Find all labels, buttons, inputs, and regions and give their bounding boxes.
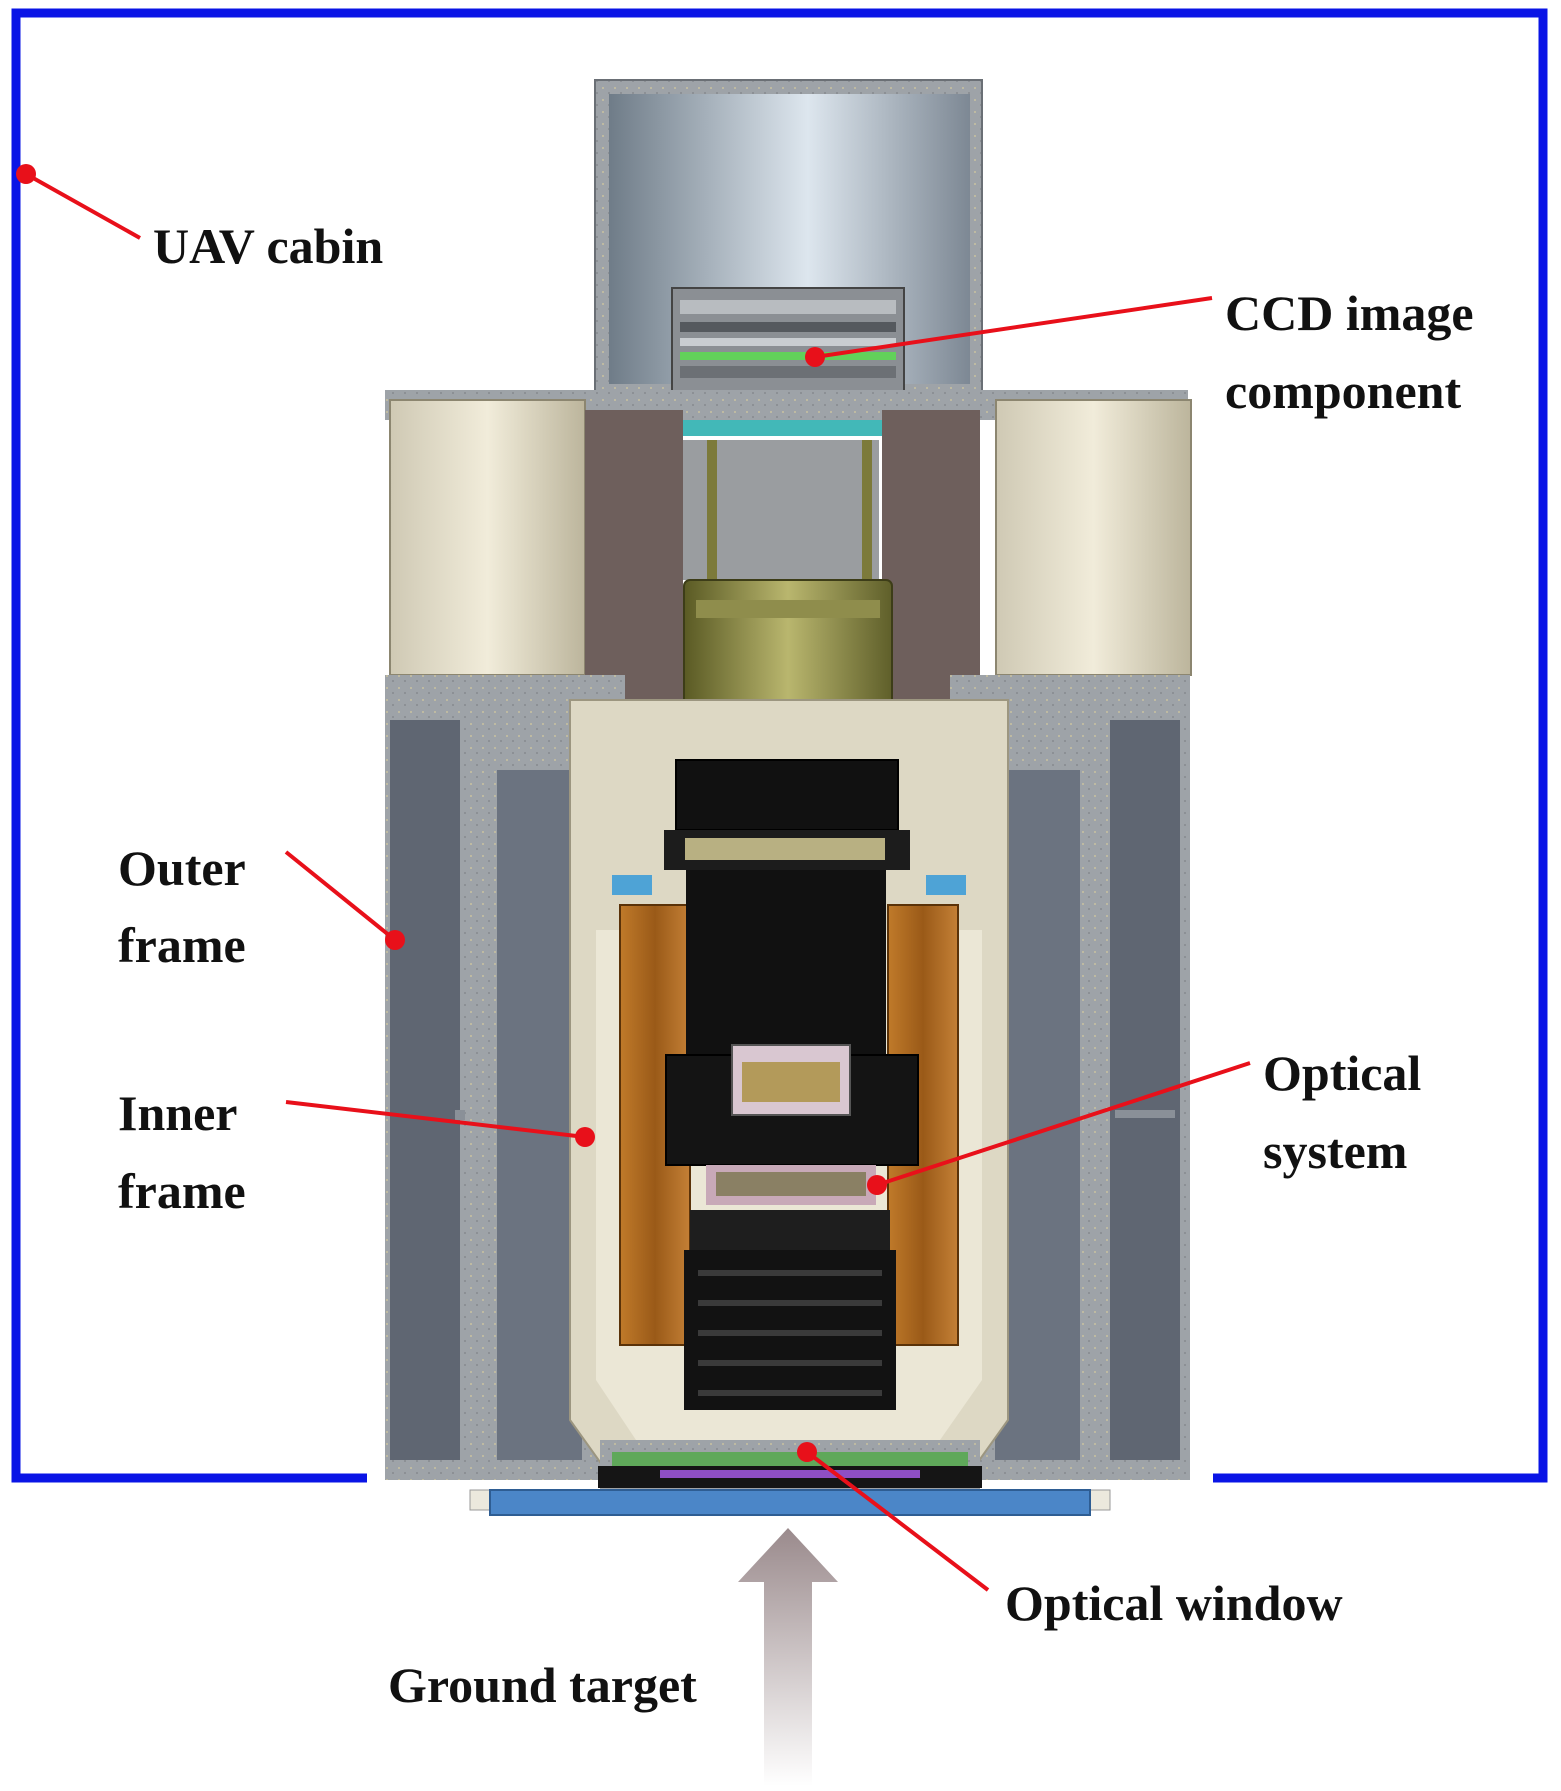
leader-dot-icon [575, 1127, 595, 1147]
leader-dot-icon [385, 930, 405, 950]
optical-system [664, 759, 919, 1410]
ccd-label-line1: CCD image [1225, 285, 1474, 341]
outer-frame-label-line1: Outer [118, 840, 246, 896]
uav-cabin-outline [11, 8, 1548, 1483]
inner-frame-label-line1: Inner [118, 1085, 238, 1141]
uav-cabin-label: UAV cabin [153, 218, 384, 274]
leader-dot-icon [867, 1175, 887, 1195]
inner-frame-label-line2: frame [118, 1163, 246, 1219]
ground-target-label: Ground target [388, 1657, 697, 1713]
leader-dot-icon [16, 164, 36, 184]
upper-flange [385, 390, 1192, 710]
upward-arrow-icon [738, 1528, 838, 1786]
optical-window [469, 1440, 1111, 1516]
optical-system-label-line2: system [1263, 1123, 1408, 1179]
ccd-label-line2: component [1225, 363, 1462, 419]
optical-system-label-line1: Optical [1263, 1045, 1422, 1101]
lens-mount [683, 579, 893, 731]
leader-lines [16, 164, 1251, 1592]
leader-dot-icon [805, 347, 825, 367]
outer-frame-label-line2: frame [118, 917, 246, 973]
optical-window-label: Optical window [1005, 1575, 1343, 1631]
leader-dot-icon [797, 1442, 817, 1462]
